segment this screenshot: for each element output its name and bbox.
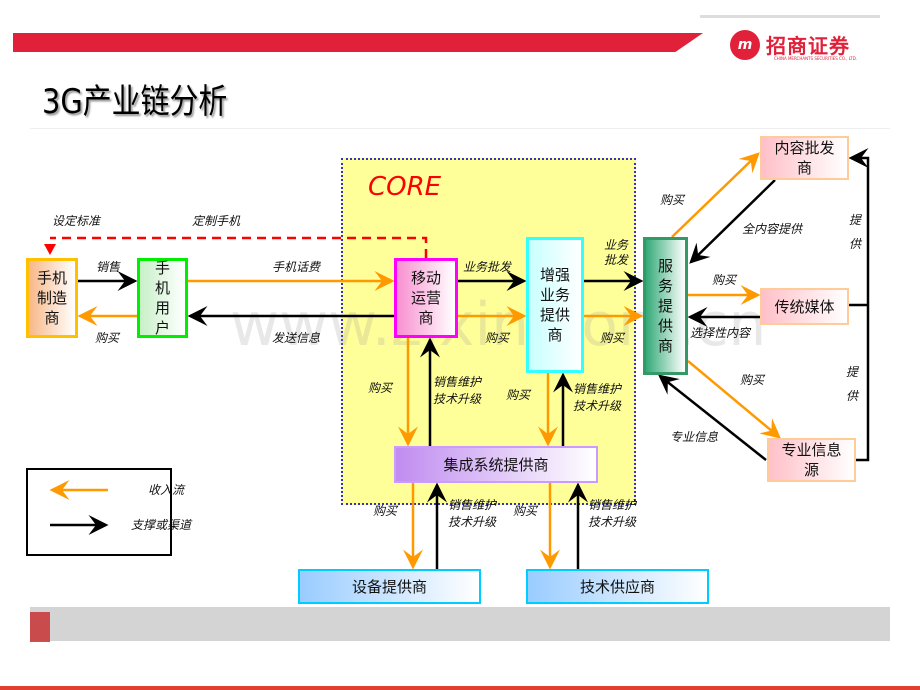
seal-stamp: [30, 612, 50, 642]
page-title: 3G产业链分析: [42, 82, 228, 122]
label-send-info: 发送信息: [272, 331, 321, 345]
node-handset-maker: 手机制造商: [26, 258, 78, 338]
label-custom-handset: 定制手机: [192, 214, 241, 228]
arrow-sp-info-buy: [687, 360, 781, 439]
label-provide: 提供: [845, 365, 858, 403]
arrow-sp-content-buy: [671, 152, 760, 238]
node-info-source: 专业信息源: [767, 438, 856, 482]
label-buy: 购买: [485, 331, 510, 345]
node-tech-supplier: 技术供应商: [526, 569, 709, 604]
core-label: CORE: [368, 172, 442, 202]
label-buy: 购买: [95, 331, 120, 345]
node-service-provider: 服务提供商: [643, 237, 688, 375]
label-buy: 购买: [712, 273, 737, 287]
node-handset-user: 手机用户: [137, 258, 188, 338]
label-sales-maint: 销售维护技术升级: [448, 498, 497, 529]
label-wholesale: 业务批发: [463, 260, 512, 274]
header-gray-line: [700, 15, 880, 18]
node-equipment-provider: 设备提供商: [298, 569, 481, 604]
label-buy: 购买: [600, 331, 625, 345]
label-set-standard: 设定标准: [52, 214, 101, 228]
arrow-info-sp: [658, 374, 767, 461]
label-phone-fee: 手机话费: [272, 260, 321, 274]
label-pro-info: 专业信息: [670, 430, 719, 444]
logo: m 招商证券 CHINA MERCHANTS SECURITIES CO., L…: [730, 30, 890, 66]
label-selective: 选择性内容: [690, 326, 751, 340]
node-content-wholesaler: 内容批发商: [760, 136, 849, 180]
label-buy: 购买: [373, 504, 398, 518]
label-wholesale2: 业务批发: [603, 238, 628, 267]
node-integrator: 集成系统提供商: [394, 446, 598, 483]
label-buy: 购买: [660, 193, 685, 207]
label-buy: 购买: [368, 381, 393, 395]
node-traditional-media: 传统媒体: [760, 288, 849, 325]
label-provide: 提供: [848, 213, 861, 251]
logo-text: 招商证券: [766, 34, 850, 58]
legend-support-label: 支撑或渠道: [131, 518, 192, 532]
logo-icon: m: [730, 30, 760, 60]
label-sales-maint: 销售维护技术升级: [433, 375, 482, 406]
label-full-content: 全内容提供: [742, 222, 803, 236]
label-buy: 购买: [513, 504, 538, 518]
label-sales-maint: 销售维护技术升级: [588, 498, 637, 529]
label-sales: 销售: [96, 260, 121, 274]
header-red-band: [13, 33, 703, 52]
arrow-content-sp: [689, 179, 776, 264]
node-value-added-provider: 增强业务提供商: [526, 237, 584, 373]
footer-band: [30, 607, 890, 641]
label-sales-maint: 销售维护技术升级: [573, 382, 622, 413]
label-buy: 购买: [506, 388, 531, 402]
legend-income-label: 收入流: [148, 483, 185, 497]
dashed-standard-line: [44, 236, 428, 258]
logo-subtext: CHINA MERCHANTS SECURITIES CO., LTD.: [774, 56, 858, 61]
legend: [26, 468, 172, 556]
label-buy: 购买: [740, 373, 765, 387]
node-mobile-operator: 移动运营商: [394, 258, 458, 338]
arrow-provide-bracket: [849, 158, 868, 462]
bottom-red-line: [0, 686, 920, 690]
